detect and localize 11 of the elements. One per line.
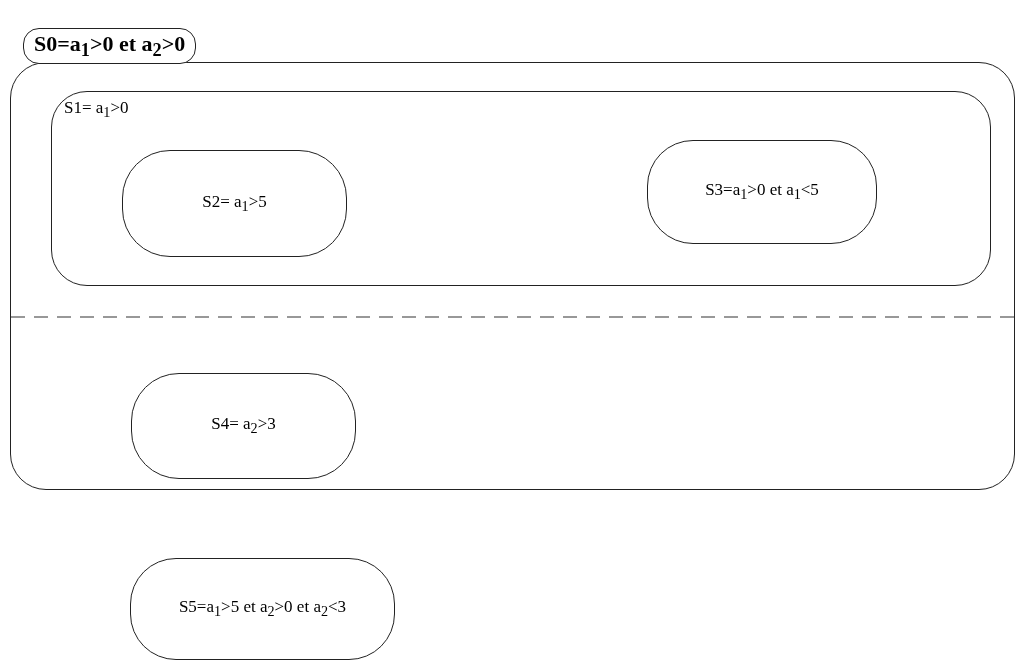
state-name: S3=a$_{1}$>0 et a$_{1}$<5: [705, 180, 819, 204]
state-box: [122, 150, 347, 257]
state-name: S0=a$_{1}$>0 et a$_{2}$>0: [23, 28, 197, 65]
state-name: S1= a$_{1}$>0: [64, 98, 129, 122]
state-name: S5=a$_{1}$>5 et a$_{2}$>0 et a$_{2}$<3: [178, 597, 347, 621]
state-name: S4= a$_{2}$>3: [211, 414, 276, 438]
state-box: [130, 558, 395, 660]
state-name: S2= a$_{1}$>5: [202, 191, 267, 216]
state-box: [647, 140, 877, 244]
state-box: [131, 373, 356, 479]
composite-state-box: [51, 91, 991, 286]
